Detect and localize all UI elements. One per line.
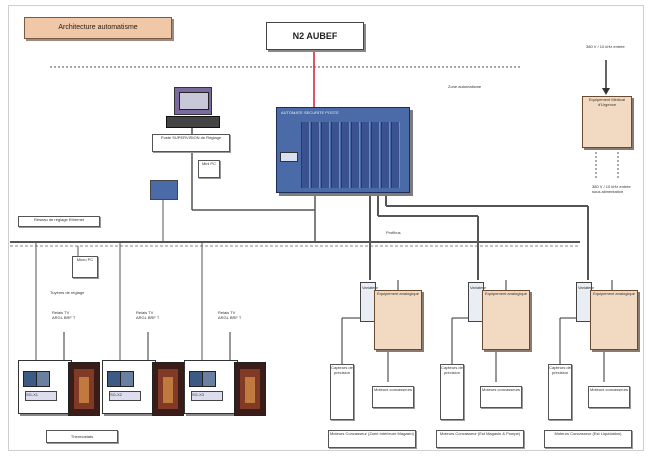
plc-slot	[301, 122, 310, 188]
control-cabinet: SG-X1	[18, 360, 72, 414]
plc-slot	[311, 122, 320, 188]
motor-output: Moteurs concasseurs	[588, 386, 630, 408]
analog-equipment: Equipement analogique	[482, 290, 530, 350]
plc-rack: AUTOMATE SECURITE POSTE	[276, 107, 410, 193]
precision-sensors: Capteurs de précision	[548, 364, 572, 420]
cabinet-label: SG-X1	[25, 391, 57, 401]
plc-slot	[391, 122, 400, 188]
plc-slot	[331, 122, 340, 188]
left-module: Micro PC	[72, 256, 98, 278]
cabinet-label: SG-X3	[191, 391, 223, 401]
network-switch-icon	[150, 180, 178, 200]
sensor-label: Relais TV ARGL BRF T	[52, 310, 78, 320]
plc-slot	[341, 122, 350, 188]
cabinet-module	[120, 371, 134, 387]
precision-sensors: Capteurs de précision	[330, 364, 354, 420]
hmi-screen	[179, 92, 209, 110]
plc-slot	[351, 122, 360, 188]
control-cabinet: SG-X3	[184, 360, 238, 414]
top-right-equipment: Equipement Médical d'Urgence	[582, 96, 632, 148]
plc-slot	[371, 122, 380, 188]
furnace-photo	[68, 362, 100, 416]
diagram-title: Architecture automatisme	[24, 17, 172, 39]
n2-level-box: N2 AUBEF	[266, 22, 364, 50]
top-right-input-label: 380 V / 10 kHz entrée	[586, 44, 626, 49]
network-label: Réseau de réglage Ethernet	[18, 216, 100, 227]
cabinet-module	[23, 371, 37, 387]
mini-pc-label: Mini PC	[198, 160, 220, 178]
sensor-label: Relais TV ARGL BRF T	[218, 310, 244, 320]
plc-cpu-label	[280, 152, 298, 162]
hmi-computer-icon	[174, 87, 212, 115]
motor-unit-footer: Moteurs Concasseur (Est Liquidation)	[544, 430, 632, 448]
cabinet-module	[202, 371, 216, 387]
motor-output: Moteurs concasseurs	[372, 386, 414, 408]
motor-unit-footer: Moteurs Concasseur (Est Magasin & Pompe)	[436, 430, 524, 448]
zone-label: Zone automatisme	[448, 84, 481, 89]
plc-title: AUTOMATE SECURITE POSTE	[281, 110, 405, 115]
hmi-keyboard-icon	[166, 116, 220, 128]
precision-sensors: Capteurs de précision	[440, 364, 464, 420]
cabinet-module	[107, 371, 121, 387]
cabinet-module	[189, 371, 203, 387]
sensor-label: Relais TV ARGL BRF T	[136, 310, 162, 320]
analog-equipment: Equipement analogique	[590, 290, 638, 350]
bottom-left-label: Thermostats	[46, 430, 118, 443]
motor-unit-footer: Moteurs Concasseur (Zone Intérieure Maga…	[328, 430, 416, 448]
thermal-label: Tuyères de réglage	[50, 290, 84, 295]
plc-slot	[361, 122, 370, 188]
analog-equipment: Equipement analogique	[374, 290, 422, 350]
hmi-label: Poste SUPERVISION de Réglage	[152, 134, 230, 152]
plc-slot	[321, 122, 330, 188]
control-cabinet: SG-X2	[102, 360, 156, 414]
plc-slot	[381, 122, 390, 188]
bus-label: Profibus	[386, 230, 401, 235]
cabinet-module	[36, 371, 50, 387]
top-right-output-label: 380 V / 10 kHz entrée sous alimentation	[592, 184, 632, 194]
furnace-photo	[152, 362, 184, 416]
furnace-photo	[234, 362, 266, 416]
cabinet-label: SG-X2	[109, 391, 141, 401]
motor-output: Moteurs concasseurs	[480, 386, 522, 408]
